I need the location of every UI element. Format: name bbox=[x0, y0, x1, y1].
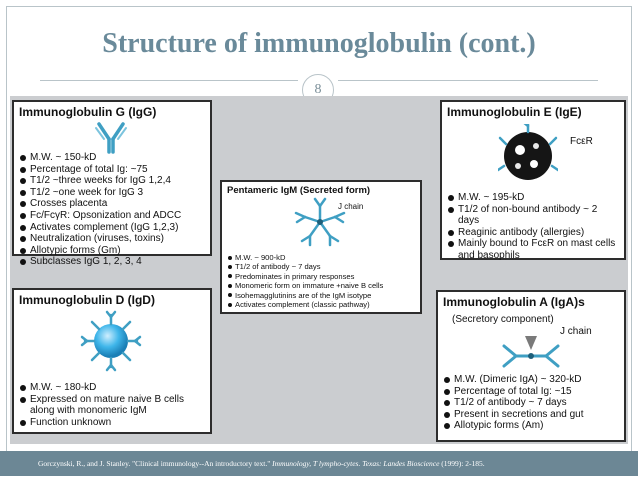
list-item: M.W. ~ 195-kD bbox=[447, 192, 619, 204]
igd-title: Immunoglobulin D (IgD) bbox=[19, 293, 155, 307]
igm-box: Pentameric IgM (Secreted form) J chain M… bbox=[220, 180, 422, 314]
igm-title: Pentameric IgM (Secreted form) bbox=[227, 185, 371, 196]
slide-title: Structure of immunoglobulin (cont.) bbox=[102, 28, 536, 59]
title-rule-left bbox=[40, 80, 298, 81]
igd-fact-list: M.W. ~ 180-kD Expressed on mature naive … bbox=[19, 382, 205, 428]
title-rule-right bbox=[338, 80, 598, 81]
list-item: Reaginic antibody (allergies) bbox=[447, 227, 619, 239]
list-item: Activates complement (IgG 1,2,3) bbox=[19, 222, 181, 234]
iga-dimer-icon bbox=[502, 336, 560, 368]
list-item: Expressed on mature naive B cells along … bbox=[19, 394, 205, 417]
igm-j-chain-label: J chain bbox=[338, 202, 364, 211]
list-item: Predominates in primary responses bbox=[227, 272, 383, 281]
list-item: Isohemagglutinins are of the IgM isotype bbox=[227, 291, 383, 300]
list-item: T1/2 ~three weeks for IgG 1,2,4 bbox=[19, 175, 181, 187]
list-item: Present in secretions and gut bbox=[443, 409, 584, 421]
igg-fact-list: M.W. ~ 150-kD Percentage of total Ig: ~7… bbox=[19, 152, 181, 268]
list-item: Mainly bound to FcεR on mast cells and b… bbox=[447, 238, 619, 261]
igm-pentamer-icon bbox=[294, 197, 346, 247]
ige-mast-cell-icon bbox=[498, 124, 558, 180]
citation-year-pages: (1999): 2-185. bbox=[439, 459, 485, 468]
list-item: Subclasses IgG 1, 2, 3, 4 bbox=[19, 256, 181, 268]
iga-j-chain-label: J chain bbox=[560, 326, 592, 337]
list-item: T1/2 ~one week for IgG 3 bbox=[19, 187, 181, 199]
igd-b-cell-icon bbox=[80, 310, 142, 372]
iga-secretory-label: (Secretory component) bbox=[452, 314, 554, 325]
iga-box: Immunoglobulin A (IgA)s (Secretory compo… bbox=[436, 290, 626, 442]
list-item: Percentage of total Ig: ~75 bbox=[19, 164, 181, 176]
citation-source: Immunology, T lympho-cytes. Texas: Lande… bbox=[272, 459, 440, 468]
list-item: Monomeric form on immature +naive B cell… bbox=[227, 281, 383, 290]
igg-title: Immunoglobulin G (IgG) bbox=[19, 105, 157, 119]
list-item: T1/2 of antibody ~ 7 days bbox=[443, 397, 584, 409]
igg-molecule-icon bbox=[95, 122, 127, 154]
citation-text: Gorczynski, R., and J. Stanley. "Clinica… bbox=[38, 459, 273, 468]
list-item: Neutralization (viruses, toxins) bbox=[19, 233, 181, 245]
list-item: Allotypic forms (Gm) bbox=[19, 245, 181, 257]
iga-title: Immunoglobulin A (IgA)s bbox=[443, 295, 585, 309]
ige-box: Immunoglobulin E (IgE) FcεR M.W. ~ 195-k… bbox=[440, 100, 626, 262]
list-item: Percentage of total Ig: ~15 bbox=[443, 386, 584, 398]
list-item: M.W. ~ 150-kD bbox=[19, 152, 181, 164]
ige-title: Immunoglobulin E (IgE) bbox=[447, 105, 582, 119]
list-item: Activates complement (classic pathway) bbox=[227, 300, 383, 309]
figure-panel: Immunoglobulin G (IgG) M.W. ~ 150-kD Per… bbox=[10, 96, 628, 444]
citation-bar: Gorczynski, R., and J. Stanley. "Clinica… bbox=[0, 451, 638, 476]
igd-box: Immunoglobulin D (IgD) bbox=[12, 288, 212, 434]
ige-receptor-label: FcεR bbox=[570, 136, 593, 147]
list-item: Crosses placenta bbox=[19, 198, 181, 210]
igm-fact-list: M.W. ~ 900-kD T1/2 of antibody ~ 7 days … bbox=[227, 253, 383, 309]
iga-fact-list: M.W. (Dimeric IgA) ~ 320-kD Percentage o… bbox=[443, 374, 584, 432]
list-item: T1/2 of non-bound antibody ~ 2 days bbox=[447, 204, 619, 227]
list-item: M.W. (Dimeric IgA) ~ 320-kD bbox=[443, 374, 584, 386]
list-item: M.W. ~ 180-kD bbox=[19, 382, 205, 394]
list-item: M.W. ~ 900-kD bbox=[227, 253, 383, 262]
list-item: T1/2 of antibody ~ 7 days bbox=[227, 262, 383, 271]
igg-box: Immunoglobulin G (IgG) M.W. ~ 150-kD Per… bbox=[12, 100, 212, 267]
list-item: Function unknown bbox=[19, 417, 205, 429]
ige-fact-list: M.W. ~ 195-kD T1/2 of non-bound antibody… bbox=[447, 192, 619, 262]
list-item: Fc/FcγR: Opsonization and ADCC bbox=[19, 210, 181, 222]
list-item: Allotypic forms (Am) bbox=[443, 420, 584, 432]
